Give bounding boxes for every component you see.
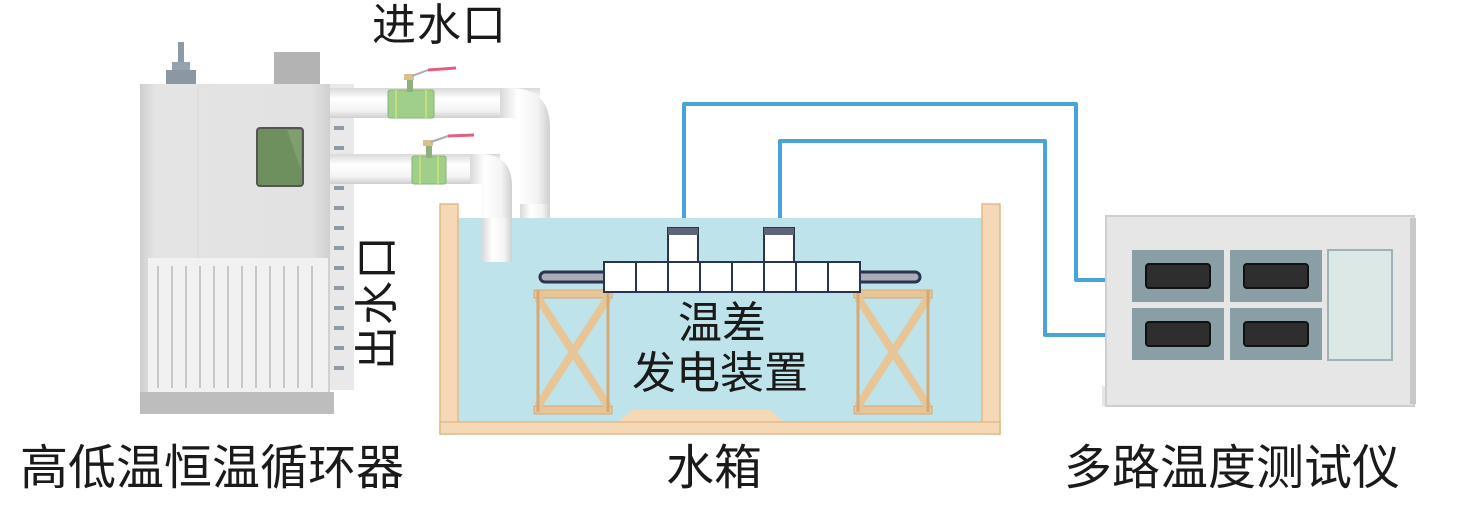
side-bolt xyxy=(334,226,344,230)
teg-module xyxy=(763,261,797,293)
side-bolt xyxy=(334,286,344,290)
meter-channel-slot xyxy=(1243,321,1309,347)
stand-top-bar xyxy=(853,289,933,299)
cable-1 xyxy=(682,102,1106,282)
stand-cross-bar xyxy=(854,295,932,409)
tank-floor xyxy=(439,421,1001,435)
scissor-stand-right xyxy=(853,289,933,415)
teg-module xyxy=(827,261,861,293)
side-bolt xyxy=(334,126,344,130)
outlet-pipe-end xyxy=(482,218,512,262)
inlet-pipe xyxy=(330,88,550,218)
teg-sensor-cap-2 xyxy=(763,227,795,263)
inlet-label: 进水口 xyxy=(372,0,507,51)
teg-label-line2: 发电装置 xyxy=(632,348,808,399)
water-tank xyxy=(439,203,1001,435)
teg-modules xyxy=(603,261,861,293)
cable-2 xyxy=(778,139,1106,337)
side-bolt xyxy=(334,306,344,310)
thermoelectric-generator xyxy=(538,227,922,293)
tank-label: 水箱 xyxy=(666,440,763,496)
circulator-side-bolts xyxy=(334,126,344,370)
circulator-label: 高低温恒温循环器 xyxy=(20,440,405,496)
teg-label-line1: 温差 xyxy=(678,298,766,349)
circulator-vent-panel xyxy=(148,258,328,394)
stand-bottom-bar xyxy=(853,405,933,415)
stand-top-bar xyxy=(533,289,613,299)
side-bolt xyxy=(334,186,344,190)
teg-module xyxy=(699,261,733,293)
side-bolt xyxy=(334,346,344,350)
side-bolt xyxy=(334,246,344,250)
side-bolt xyxy=(334,366,344,370)
circulator-side-strip xyxy=(330,84,354,390)
tank-wall-right xyxy=(981,203,1001,435)
multichannel-thermometer xyxy=(1102,215,1416,407)
meter-label: 多路温度测试仪 xyxy=(1064,440,1401,496)
side-bolt xyxy=(334,146,344,150)
scissor-stand-left xyxy=(533,289,613,415)
inlet-pipe-end xyxy=(520,204,550,218)
meter-screen xyxy=(1327,249,1393,361)
teg-module xyxy=(667,261,701,293)
teg-module xyxy=(635,261,669,293)
meter-channels xyxy=(1132,250,1322,360)
stand-cross-bar xyxy=(534,295,612,409)
side-bolt xyxy=(334,326,344,330)
thermostatic-circulator xyxy=(140,42,354,414)
circulator-top-block xyxy=(274,52,320,84)
tank-wall-left xyxy=(439,203,459,435)
stand-bottom-bar xyxy=(533,405,613,415)
teg-module xyxy=(603,261,637,293)
teg-module xyxy=(731,261,765,293)
circulator-vents xyxy=(157,266,313,388)
outlet-valve xyxy=(411,133,475,185)
circulator-base xyxy=(140,392,334,414)
teg-sensor-cap-1 xyxy=(667,227,699,263)
outlet-label: 出水口 xyxy=(352,235,403,370)
teg-module xyxy=(795,261,829,293)
meter-channel-slot xyxy=(1145,321,1211,347)
meter-channel-slot xyxy=(1243,263,1309,289)
side-bolt xyxy=(334,266,344,270)
sensor-cables xyxy=(682,102,1106,337)
side-bolt xyxy=(334,206,344,210)
circulator-top-connector xyxy=(166,42,196,84)
inlet-valve xyxy=(387,66,457,119)
meter-channel-slot xyxy=(1145,263,1211,289)
